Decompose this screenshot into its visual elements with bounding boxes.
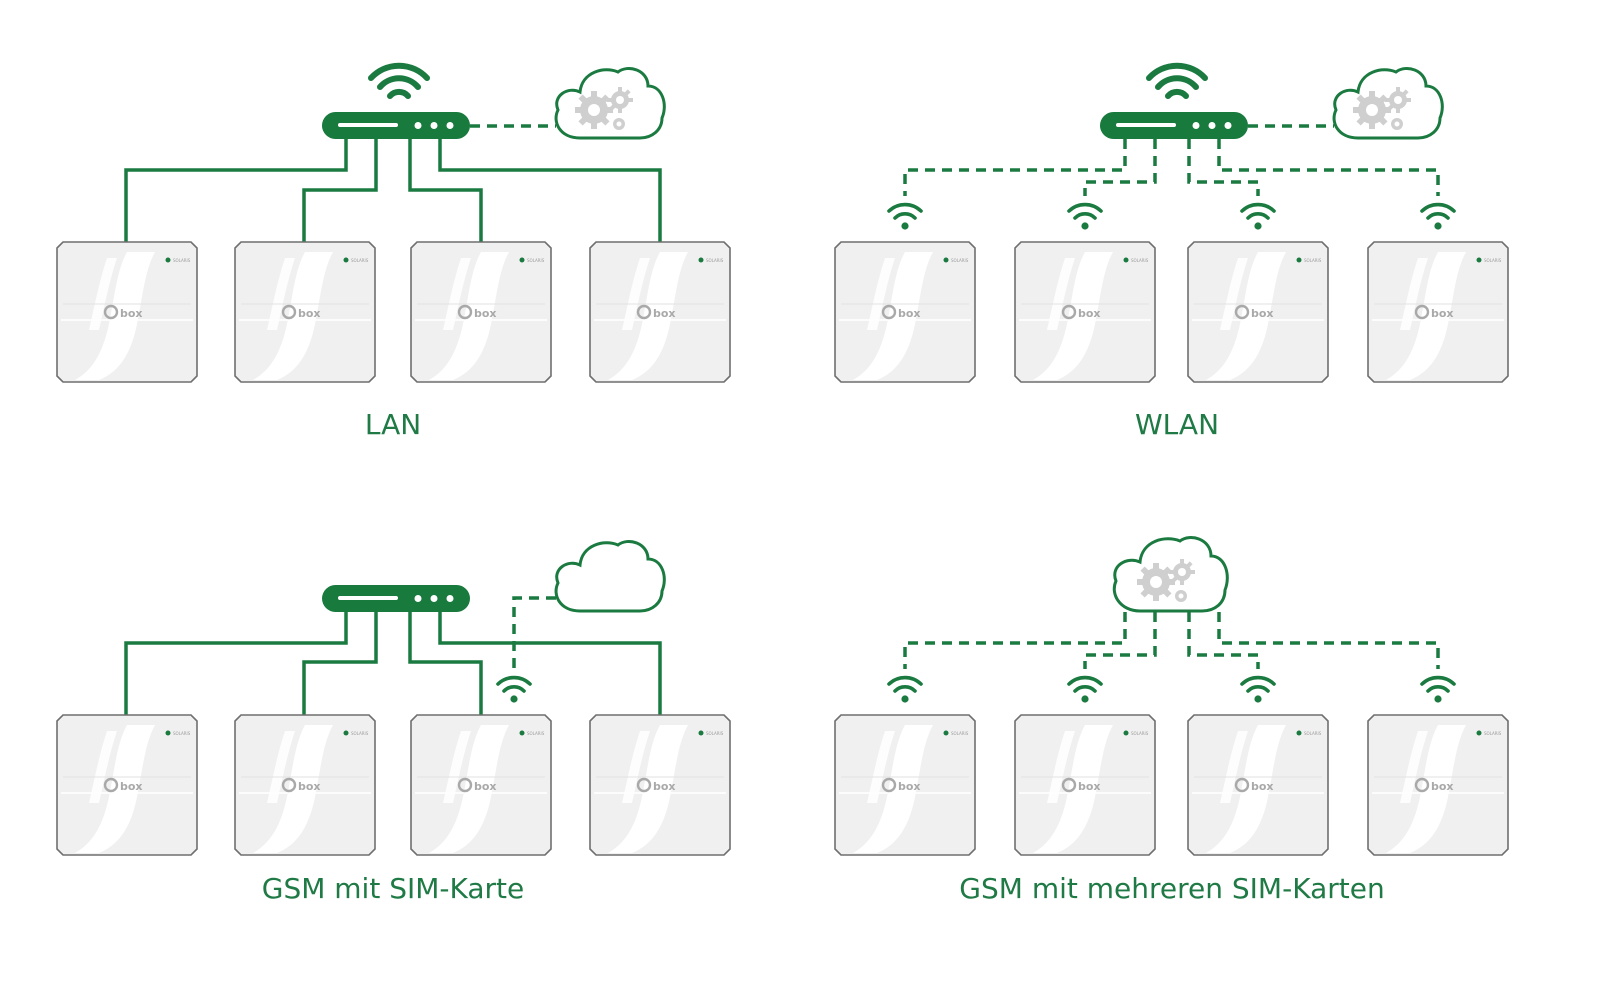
battery-storage-icon [833, 240, 1510, 384]
cloud-icon [1332, 67, 1444, 140]
panel-lan: LAN [55, 66, 732, 441]
caption-gsm-multi: GSM mit mehreren SIM-Karten [959, 872, 1384, 905]
router-icon [1100, 112, 1248, 139]
cloud-icon [1112, 536, 1229, 613]
wifi-icon [887, 202, 1456, 232]
panel-wlan: WLAN [833, 66, 1510, 441]
gsm-single-wires [124, 596, 662, 715]
panel-gsm-multi: GSM mit mehreren SIM-Karten [833, 536, 1510, 905]
battery-storage-icon [833, 713, 1510, 857]
caption-wlan: WLAN [1135, 408, 1219, 441]
battery-storage-icon [55, 240, 732, 384]
panel-gsm-single: GSM mit SIM-Karte [55, 540, 732, 905]
wifi-icon [887, 675, 1456, 705]
gsm-multi-wires [903, 612, 1440, 669]
wlan-wires [903, 124, 1440, 196]
caption-lan: LAN [365, 408, 421, 441]
cloud-icon [554, 67, 666, 140]
battery-storage-icon [55, 713, 732, 857]
router-icon [322, 112, 470, 139]
caption-gsm-single: GSM mit SIM-Karte [262, 872, 525, 905]
lan-wires [124, 124, 662, 242]
cloud-icon [554, 540, 666, 613]
wifi-icon [496, 675, 532, 705]
router-wifi-icon [371, 66, 427, 96]
router-icon [322, 585, 470, 612]
router-wifi-icon [1149, 66, 1205, 96]
